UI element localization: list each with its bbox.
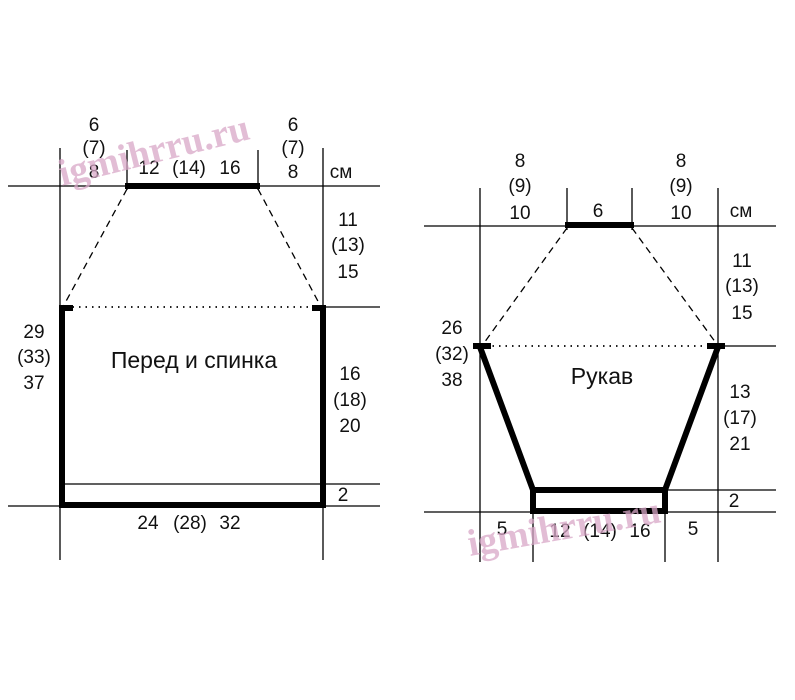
sleeve-top-left-2: (9) [508, 176, 531, 197]
front-length-left-3: 37 [23, 373, 44, 394]
sleeve-length-right-3: 21 [729, 434, 750, 455]
front-width-2: (28) [173, 513, 207, 534]
front-body-outline [59, 305, 326, 508]
front-neck-depth-3: 15 [337, 262, 358, 283]
sleeve-cap-height-3: 15 [731, 303, 752, 324]
sleeve-bottom-left: 5 [497, 519, 508, 540]
sleeve-top-right-3: 10 [670, 203, 691, 224]
sleeve-bottom-right: 5 [688, 519, 699, 540]
watermark-top: igmihrru.ru [54, 107, 254, 195]
sleeve-width-left-3: 38 [441, 370, 462, 391]
front-neck-width-3: 16 [219, 158, 240, 179]
front-shoulder-right-3: 8 [288, 162, 299, 183]
front-shoulder-right-2: (7) [281, 138, 304, 159]
front-back-title: Перед и спинка [111, 347, 278, 373]
sleeve-top-left-3: 10 [509, 203, 530, 224]
front-shoulder-left-2: (7) [82, 138, 105, 159]
front-unit-label: см [330, 162, 353, 183]
front-rib-label: 2 [338, 485, 349, 506]
sleeve-unit-label: см [730, 201, 753, 222]
sleeve-length-right-2: (17) [723, 408, 757, 429]
sleeve-bottom-width-3: 16 [629, 521, 650, 542]
front-shoulder-left-3: 8 [89, 162, 100, 183]
sleeve-cap-height-1: 11 [732, 251, 752, 272]
front-width-3: 32 [219, 513, 240, 534]
front-shoulder-left-1: 6 [89, 115, 100, 136]
sleeve-top-right-1: 8 [676, 151, 687, 172]
sleeve-right-cap-slope [631, 227, 717, 344]
front-left-shoulder-slope [63, 188, 128, 306]
sleeve-bottom-width-2: (14) [583, 521, 617, 542]
front-back-piece: 6 (7) 8 12 (14) 16 6 (7) 8 см 11 (13) 15… [8, 115, 380, 560]
sleeve-outline [476, 343, 722, 514]
sleeve-top-width: 6 [593, 201, 604, 222]
front-neck-depth-1: 11 [338, 210, 358, 231]
sleeve-length-right-1: 13 [729, 382, 750, 403]
sleeve-top-right-2: (9) [669, 176, 692, 197]
front-length-left-1: 29 [23, 322, 44, 343]
sleeve-title: Рукав [571, 363, 633, 389]
front-length-right-2: (18) [333, 390, 367, 411]
sleeve-width-left-1: 26 [441, 318, 462, 339]
sleeve-bottom-width-1: 12 [549, 521, 570, 542]
front-width-1: 24 [137, 513, 159, 534]
sleeve-top-left-1: 8 [515, 151, 526, 172]
front-length-right-1: 16 [339, 364, 360, 385]
front-neck-depth-2: (13) [331, 235, 365, 256]
sleeve-cap-height-2: (13) [725, 276, 759, 297]
front-shoulder-right-1: 6 [288, 115, 299, 136]
sleeve-width-left-2: (32) [435, 344, 469, 365]
sleeve-left-cap-slope [483, 227, 568, 344]
front-right-shoulder-slope [257, 188, 321, 306]
front-neck-width-1: 12 [138, 158, 159, 179]
sleeve-piece: 8 (9) 10 6 8 (9) 10 см 11 (13) 15 26 (32… [424, 151, 776, 562]
front-length-right-3: 20 [339, 416, 360, 437]
front-neck-width-2: (14) [172, 158, 206, 179]
sleeve-rib-label: 2 [729, 491, 740, 512]
watermark-bottom: igmihrru.ru [464, 490, 664, 565]
front-length-left-2: (33) [17, 347, 51, 368]
